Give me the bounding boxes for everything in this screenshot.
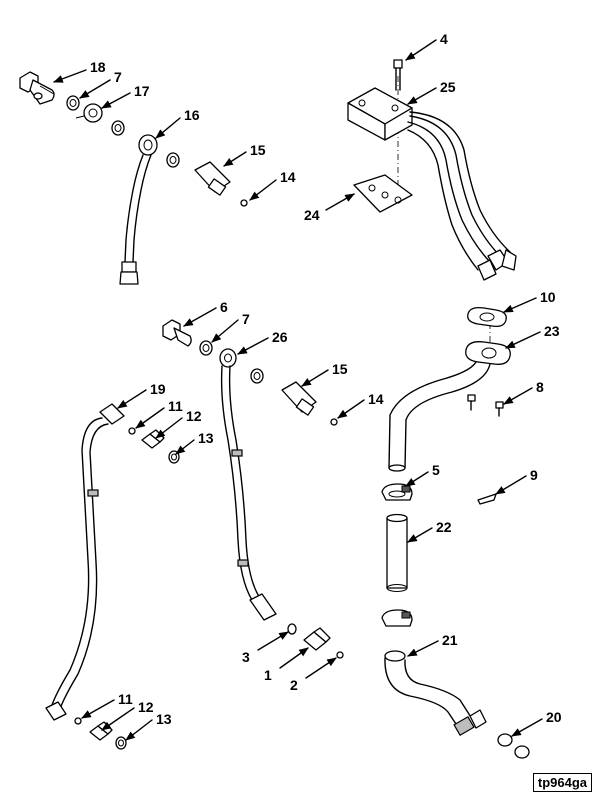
callout-24: 24 [304,207,320,223]
figure-reference-id: tp964ga [532,773,592,792]
washer-3 [287,623,297,635]
gasket-10 [467,306,507,328]
banjo-bolt-6 [162,319,192,347]
upper-left-assembly [19,71,248,285]
oring-11-lower [74,717,82,725]
clamp-5 [381,483,413,501]
callout-numbers: 18 7 17 16 15 14 4 25 24 10 23 8 6 7 26 … [90,31,562,727]
callout-18: 18 [90,59,106,75]
callout-15-upper: 15 [250,142,266,158]
callout-17: 17 [134,83,150,99]
callout-16: 16 [184,107,200,123]
adapter-15-upper [194,161,231,196]
callout-leaders [53,39,543,741]
bent-tube [388,361,491,472]
oring-14-middle [330,418,338,426]
oring-14-upper [240,199,248,207]
manifold-assembly [347,59,517,281]
oring-11-upper [128,427,136,435]
fitting-1 [303,627,331,651]
bolt-4 [393,59,403,91]
manifold-block-25 [347,87,413,141]
callout-21: 21 [442,632,458,648]
bolt-8-left [467,394,476,411]
banjo-hose-16 [119,134,158,285]
flange-23 [465,341,511,365]
callout-9: 9 [530,467,538,483]
callout-22: 22 [436,519,452,535]
callout-26: 26 [272,329,288,345]
callout-20: 20 [546,709,562,725]
middle-left-assembly [45,319,344,750]
callout-13-lower: 13 [156,711,172,727]
long-hose-19 [45,403,125,721]
clip-9 [477,493,497,505]
callout-6: 6 [220,299,228,315]
washer-7-upper [66,95,80,111]
callout-15-middle: 15 [332,361,348,377]
callout-23: 23 [544,323,560,339]
callout-2: 2 [290,677,298,693]
callout-14-middle: 14 [368,391,384,407]
callout-7-middle: 7 [242,311,250,327]
gasket-24 [353,174,413,213]
adapter-15-middle [281,381,317,416]
callout-11-upper: 11 [168,398,183,414]
callout-19: 19 [150,381,166,397]
oring-2 [336,651,344,659]
callout-7-upper: 7 [114,69,122,85]
fitting-12-upper [141,429,165,449]
washer-13-lower [115,736,127,750]
callout-25: 25 [440,79,456,95]
oring-20-b [514,745,530,759]
washer-middle-2 [250,368,264,384]
oring-20-a [497,733,513,747]
banjo-hose-26 [219,348,277,621]
callout-10: 10 [540,289,556,305]
callout-11-lower: 11 [118,691,133,707]
fitting-17 [75,103,103,123]
callout-5: 5 [432,462,440,478]
right-tube-assembly [381,306,530,759]
callout-1: 1 [264,667,272,683]
washer-upper-3 [166,152,180,168]
twin-hoses [407,111,517,281]
callout-8: 8 [536,379,544,395]
callout-14-upper: 14 [280,169,296,185]
banjo-bolt-18 [19,71,55,105]
callout-12-upper: 12 [186,408,202,424]
callout-13-upper: 13 [198,430,214,446]
tube-22 [386,513,408,592]
callout-12-lower: 12 [138,699,154,715]
washer-upper-2 [111,120,125,136]
elbow-21 [384,650,487,737]
callout-3: 3 [242,649,250,665]
washer-7-middle [199,340,213,356]
bolt-8-right [495,401,504,417]
clamp-lower [381,609,413,627]
callout-4: 4 [440,31,448,47]
